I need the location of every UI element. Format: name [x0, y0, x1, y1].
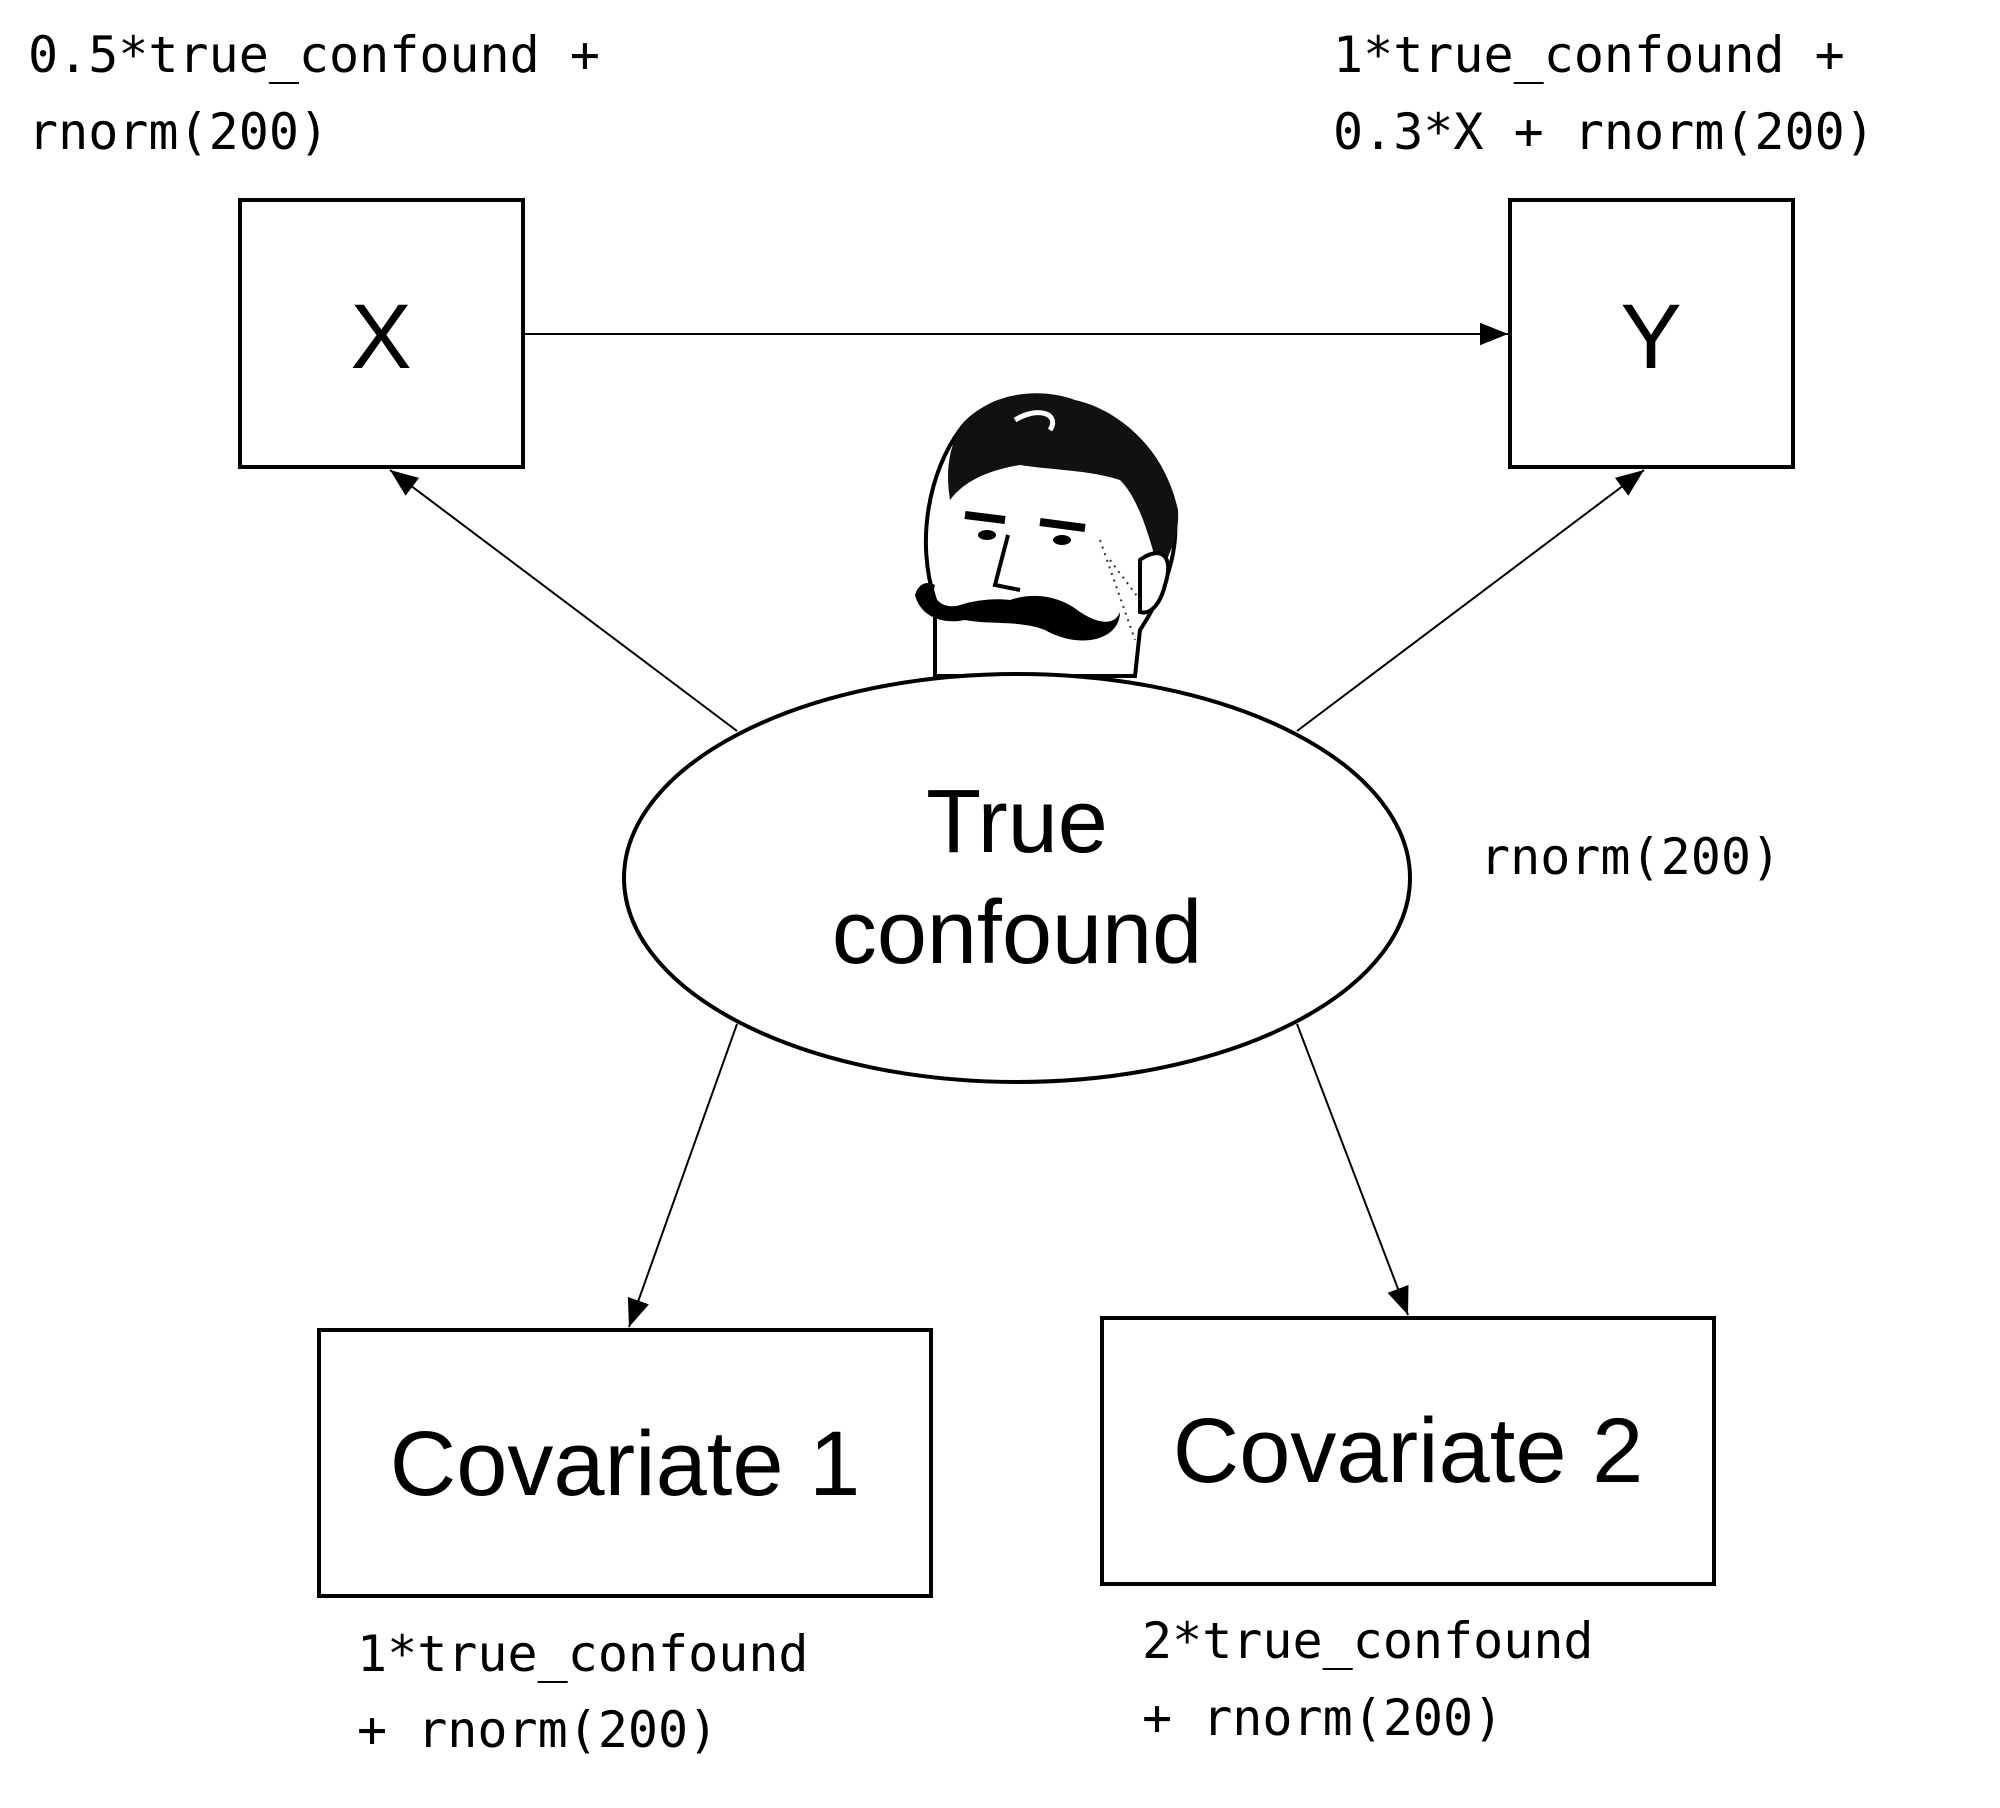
edge-confound-to-y — [1296, 469, 1645, 732]
confound-label-line-1: True — [926, 772, 1108, 872]
node-y: Y — [1508, 198, 1795, 469]
cov2-equation-line-2: + rnorm(200) — [1142, 1689, 1503, 1747]
edge-confound-to-cov1 — [627, 1023, 738, 1328]
y-equation-line-1: 1*true_confound + — [1333, 26, 1845, 84]
confound-label-line-2: confound — [832, 883, 1202, 983]
node-x: X — [238, 198, 525, 469]
x-equation-line-1: 0.5*true_confound + — [28, 26, 600, 84]
cov1-equation-line-2: + rnorm(200) — [357, 1701, 718, 1759]
node-x-label: X — [350, 286, 411, 388]
node-covariate-1: Covariate 1 — [317, 1328, 933, 1598]
x-equation-line-2: rnorm(200) — [28, 103, 329, 161]
cov2-label: Covariate 2 — [1173, 1400, 1643, 1502]
mustached-man-illustration — [915, 393, 1179, 678]
node-y-label: Y — [1620, 286, 1681, 388]
edge-confound-to-cov2 — [1296, 1023, 1409, 1316]
cov1-equation-line-1: 1*true_confound — [357, 1625, 809, 1683]
confound-equation: rnorm(200) — [1480, 828, 1781, 886]
cov2-equation-line-1: 2*true_confound — [1142, 1612, 1594, 1670]
node-covariate-2: Covariate 2 — [1100, 1316, 1716, 1586]
cov1-label: Covariate 1 — [390, 1413, 860, 1515]
y-equation-line-2: 0.3*X + rnorm(200) — [1333, 103, 1875, 161]
edge-confound-to-x — [389, 469, 738, 732]
node-true-confound: True confound — [622, 672, 1412, 1084]
